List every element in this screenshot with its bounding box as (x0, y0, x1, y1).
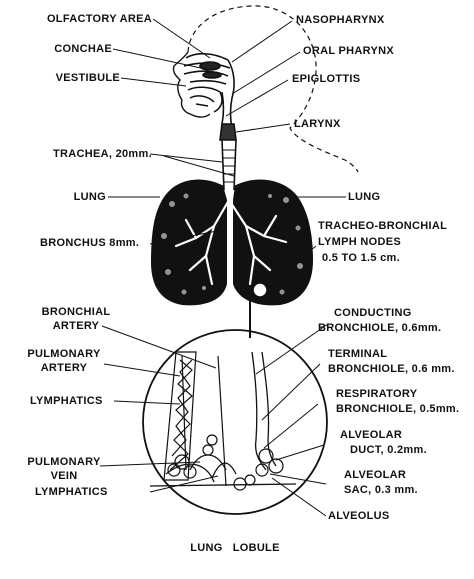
lobule-base (149, 483, 297, 487)
label-pulmonary-vein-1: PULMONARY (27, 456, 101, 468)
label-pulmonary-artery-2: ARTERY (40, 362, 88, 374)
label-lung-lobule: LUNG LOBULE (190, 542, 280, 554)
label-alveolar-sac-2: SAC, 0.3 mm. (344, 484, 418, 496)
label-epiglottis: EPIGLOTTIS (292, 73, 361, 85)
label-lung-right: LUNG (348, 191, 381, 203)
label-pulmonary-vein-2: VEIN (50, 470, 78, 482)
label-trachea: TRACHEA, 20mm. (53, 148, 152, 160)
pharynx (221, 59, 235, 129)
label-lung-left: LUNG (73, 191, 106, 203)
label-lymph-nodes-2: LYMPH NODES (318, 236, 401, 248)
label-lymph-nodes-3: 0.5 TO 1.5 cm. (322, 252, 400, 264)
larynx (219, 123, 237, 141)
label-bronchial-artery-2: ARTERY (52, 320, 100, 332)
leader-lines (99, 18, 346, 517)
label-conchae: CONCHAE (54, 43, 112, 55)
label-alveolar-sac-1: ALVEOLAR (344, 469, 407, 481)
label-terminal-bronchiole-1: TERMINAL (328, 348, 388, 360)
lung-lobule-circle (142, 329, 328, 515)
label-pulmonary-artery-1: PULMONARY (27, 348, 101, 360)
label-vestibule: VESTIBULE (55, 72, 120, 84)
bronchial-tree (174, 198, 288, 286)
label-oral-pharynx: ORAL PHARYNX (303, 45, 394, 57)
label-lymphatics-lower: LYMPHATICS (35, 486, 108, 498)
label-respiratory-bronchiole-2: BRONCHIOLE, 0.5mm. (336, 403, 460, 415)
label-conducting-bronchiole-2: BRONCHIOLE, 0.6mm. (318, 322, 442, 334)
label-respiratory-bronchiole-1: RESPIRATORY (336, 388, 418, 400)
label-terminal-bronchiole-2: BRONCHIOLE, 0.6 mm. (328, 363, 455, 375)
lymph-node (252, 282, 268, 298)
right-lung (233, 179, 314, 306)
label-alveolar-duct-1: ALVEOLAR (340, 429, 403, 441)
label-conducting-bronchiole-1: CONDUCTING (334, 307, 412, 319)
label-alveolus: ALVEOLUS (328, 510, 390, 522)
head-outline (187, 5, 359, 173)
label-bronchus: BRONCHUS 8mm. (40, 237, 140, 249)
trachea (221, 139, 237, 191)
label-nasopharynx: NASOPHARYNX (296, 14, 385, 26)
left-lung (150, 179, 227, 306)
lobule-septum (217, 355, 227, 487)
lung-texture (161, 193, 303, 295)
label-bronchial-artery-1: BRONCHIAL (41, 306, 111, 318)
label-lymph-nodes-1: TRACHEO-BRONCHIAL (318, 220, 448, 232)
oral-cavity (187, 86, 223, 113)
pulmonary-artery-network (163, 351, 197, 481)
face-profile (172, 51, 211, 118)
label-lymphatics-upper: LYMPHATICS (30, 395, 103, 407)
label-olfactory-area: OLFACTORY AREA (46, 13, 152, 25)
nasal-cavity (183, 52, 231, 85)
label-larynx: LARYNX (294, 118, 341, 130)
label-alveolar-duct-2: DUCT, 0.2mm. (350, 444, 427, 456)
